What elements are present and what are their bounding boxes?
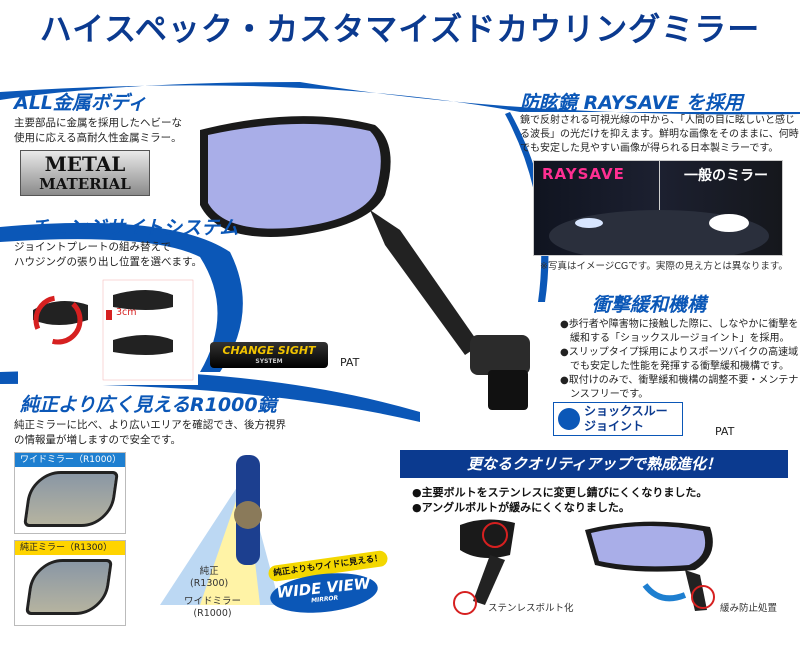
- quality-banner: 更なるクオリティアップで熟成進化！: [400, 450, 788, 478]
- normal-mirror-image-label: 一般のミラー: [684, 168, 768, 184]
- change-sight-badge: CHANGE SIGHT SYSTEM: [210, 342, 328, 368]
- metal-badge-line1: METAL: [44, 152, 126, 176]
- change-sight-badge-text: CHANGE SIGHT: [222, 344, 316, 357]
- wider-view-text: 純正ミラーに比べ、より広いエリアを確認でき、後方視界 の情報量が増しますので安全…: [14, 418, 286, 448]
- wide-tag-line2: (R1000): [193, 608, 232, 619]
- shock-pat: PAT: [715, 425, 735, 438]
- quality-mirror-left: [460, 519, 515, 559]
- mirror-joint: [470, 335, 530, 375]
- shock-line: でも安定した性能を発揮する衝撃緩和機構です。: [560, 361, 789, 372]
- metal-body-line: 使用に応える高耐久性金属ミラー。: [14, 132, 182, 144]
- metal-badge-line2: MATERIAL: [39, 175, 131, 193]
- wide-mirror-label: ワイドミラー（R1000）: [15, 453, 125, 467]
- stock-tag-line2: (R1300): [190, 578, 229, 589]
- quality-bullet-2: ●アングルボルトが緩みにくくなりました。: [412, 501, 630, 514]
- change-sight-diagram: [18, 275, 198, 385]
- bolt-highlight-icon: [453, 591, 477, 615]
- change-sight-line: ジョイントプレートの組み替えで: [14, 241, 172, 253]
- page-title: ハイスペック・カスタマイズドカウリングミラー: [39, 10, 761, 48]
- bolt-highlight-icon: [691, 585, 715, 609]
- mirror-glass: [208, 123, 381, 229]
- motorcycle-view-diagram: [160, 455, 280, 605]
- wide-tag-line1: ワイドミラー: [184, 596, 242, 607]
- wide-tag: ワイドミラー (R1000): [184, 596, 241, 620]
- change-sight-badge-sub: SYSTEM: [255, 358, 283, 365]
- change-sight-text: ジョイントプレートの組み替えで ハウジングの張り出し位置を選べます。: [14, 240, 202, 270]
- offset-label: 3cm: [116, 307, 137, 318]
- change-sight-pat: PAT: [340, 356, 360, 369]
- change-sight-line: ハウジングの張り出し位置を選べます。: [14, 256, 202, 268]
- shock-line: ●歩行者や障害物に接触した際に、しなやかに衝撃を: [560, 319, 799, 330]
- raysave-line: でも安定した見やすい画像が得られる日本製ミラーです。: [520, 143, 779, 154]
- stock-mirror-label: 純正ミラー（R1300）: [15, 541, 125, 555]
- raysave-comparison-image: RAYSAVE 一般のミラー: [533, 160, 783, 256]
- stock-tag-line1: 純正: [199, 566, 219, 577]
- shock-logo-line1: ショックスルー: [584, 404, 668, 418]
- main-mirror-image: [200, 116, 530, 410]
- diagram-mirror-b: [113, 290, 173, 310]
- stock-mirror-box: 純正ミラー（R1300）: [14, 540, 126, 626]
- car-headlights-image: [549, 210, 769, 255]
- metal-body-text: 主要部品に金属を採用したヘビーな 使用に応える高耐久性金属ミラー。: [14, 116, 182, 146]
- wide-mirror-box: ワイドミラー（R1000）: [14, 452, 126, 534]
- shock-heading: 衝撃緩和機構: [592, 294, 707, 316]
- raysave-image-label: RAYSAVE: [542, 165, 625, 183]
- quality-bullet-1: ●主要ボルトをステンレスに変更し錆びにくくなりました。: [412, 486, 708, 499]
- wider-view-heading: 純正より広く見えるR1000鏡: [20, 394, 277, 416]
- shock-joint-icon: [558, 408, 580, 430]
- shock-line: 緩和する「ショックスルージョイント」を採用。: [560, 333, 790, 344]
- mirror-base: [488, 370, 528, 410]
- metal-material-badge: METAL MATERIAL: [20, 150, 150, 196]
- quality-mirror-images: [453, 519, 715, 615]
- rotate-arrow-icon: [642, 583, 687, 602]
- rotate-arrow-icon: [33, 295, 83, 345]
- wider-view-line: の情報量が増しますので安全です。: [14, 434, 181, 446]
- quality-caption-right: 緩み防止処置: [720, 603, 778, 614]
- shock-through-joint-logo: ショックスルー ジョイント: [553, 402, 683, 436]
- mirror-stem: [370, 210, 480, 355]
- diagram-mirror-c: [113, 335, 173, 355]
- bolt-highlight-icon: [482, 522, 508, 548]
- raysave-line: る波長」の光だけを抑えます。鮮明な画像をそのままに、何時: [520, 129, 799, 140]
- shock-text: ●歩行者や障害物に接触した際に、しなやかに衝撃を 緩和する「ショックスルージョイ…: [560, 318, 798, 402]
- shock-line: ンスフリーです。: [560, 389, 649, 400]
- metal-body-heading: ALL金属ボディ: [14, 92, 147, 114]
- change-sight-heading: チェンジサイトシステム: [30, 217, 239, 239]
- wide-mirror-view: [23, 471, 119, 527]
- shock-line: ●スリップタイプ採用によりスポーツバイクの高速域: [560, 347, 799, 358]
- shock-logo-line2: ジョイント: [584, 419, 645, 433]
- raysave-caption: ※写真はイメージCGです。実際の見え方とは異なります。: [540, 261, 788, 272]
- metal-body-line: 主要部品に金属を採用したヘビーな: [14, 117, 182, 129]
- raysave-heading: 防眩鏡 RAYSAVE を採用: [520, 92, 743, 114]
- stock-tag: 純正 (R1300): [190, 566, 228, 590]
- quality-caption-left: ステンレスボルト化: [488, 603, 574, 614]
- raysave-text: 鏡で反射される可視光線の中から、「人間の目に眩しいと感じ る波長」の光だけを抑え…: [520, 114, 799, 156]
- raysave-line: 鏡で反射される可視光線の中から、「人間の目に眩しいと感じ: [520, 115, 795, 126]
- stock-mirror-view: [25, 559, 113, 615]
- shock-line: ●取付けのみで、衝撃緩和機構の調整不要・メンテナ: [560, 375, 799, 386]
- wider-view-line: 純正ミラーに比べ、より広いエリアを確認でき、後方視界: [14, 419, 287, 431]
